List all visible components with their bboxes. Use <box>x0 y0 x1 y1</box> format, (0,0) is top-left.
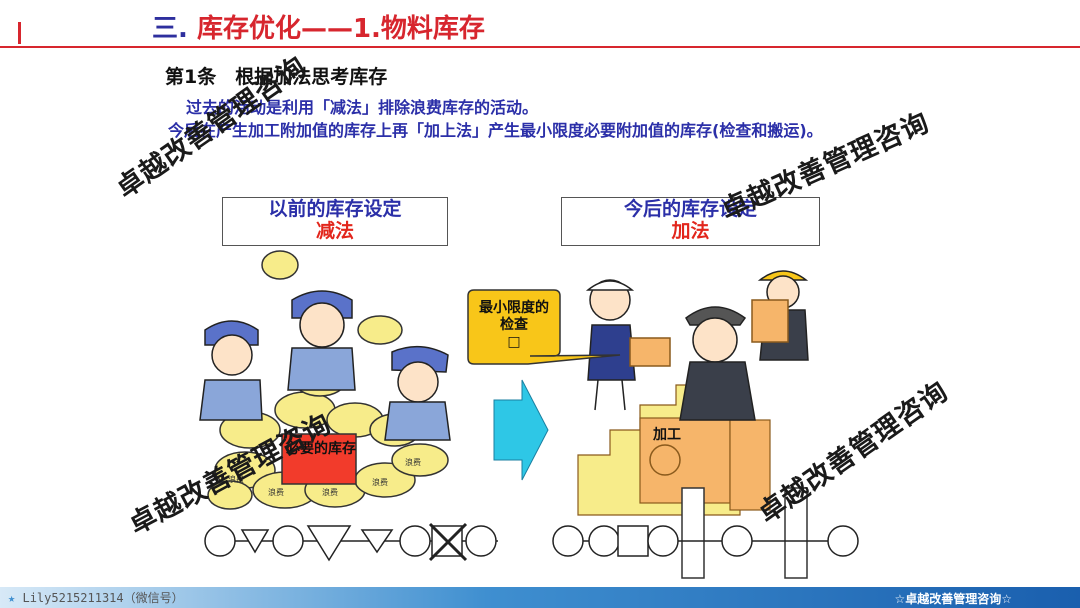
footer-wechat-id: Lily5215211314（微信号） <box>22 591 183 605</box>
bubble-symbol: □ <box>470 334 558 351</box>
footer-brand: ☆卓越改善管理咨询☆ <box>894 590 1012 607</box>
bubble-line-2: 检查 <box>470 317 558 334</box>
bubble-text: 最小限度的 检查 □ <box>470 300 558 351</box>
process-flow-left <box>205 524 498 560</box>
transition-arrow <box>494 380 548 480</box>
process-flow-right <box>553 526 858 556</box>
process-label: 加工 <box>653 424 681 444</box>
process-circle <box>650 445 680 475</box>
waste-label: 浪费 <box>372 477 388 487</box>
footer-left: ★ Lily5215211314（微信号） <box>8 589 184 606</box>
post <box>682 488 704 578</box>
waste-label: 浪费 <box>268 487 284 497</box>
waste-label: 浪费 <box>405 457 421 467</box>
workers-right <box>588 271 808 420</box>
bubble-line-1: 最小限度的 <box>470 300 558 317</box>
star-icon: ★ <box>8 591 15 605</box>
waste-label: 浪费 <box>322 487 338 497</box>
